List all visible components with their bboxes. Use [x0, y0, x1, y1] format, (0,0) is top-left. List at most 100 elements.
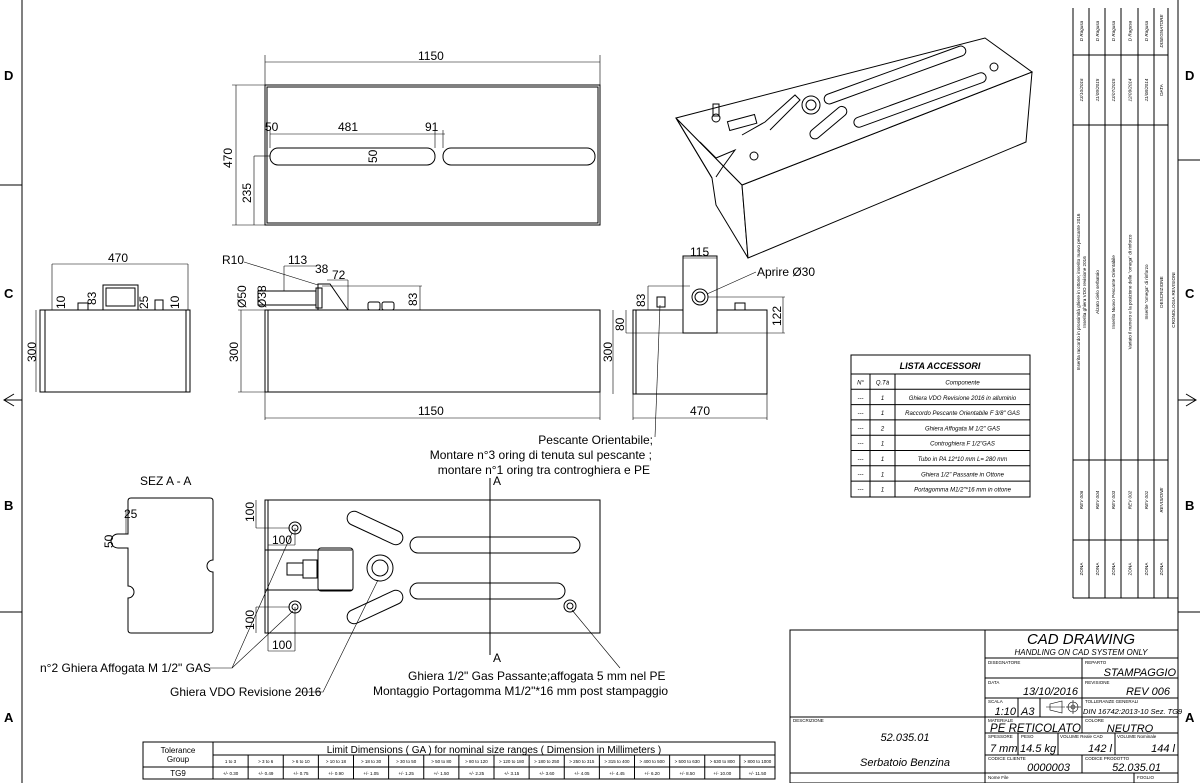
zone-label-left-a: A: [4, 710, 14, 725]
dim-section-25: 25: [124, 507, 138, 521]
tolerance-value: +/- 6.20: [644, 771, 660, 776]
revision-number: REV 002: [1128, 490, 1133, 509]
side-view: 470 300 83 10 25 10: [25, 251, 191, 393]
dim-front-dia-38: Ø38: [255, 285, 269, 308]
value-codice-prodotto: 52.035.01: [1112, 762, 1161, 774]
zone-labels: D C B A D C B A: [4, 68, 1195, 725]
dim-side-25: 25: [137, 295, 151, 309]
tolerance-range: > 400 to 500: [639, 759, 665, 764]
label-tolleranze: TOLLERANZE GENERALI: [1085, 699, 1138, 704]
tolerance-table: Tolerance Group Limit Dimensions ( GA ) …: [142, 741, 776, 780]
open-hole-label: Aprire Ø30: [757, 265, 815, 279]
accessories-cell: ---: [858, 426, 864, 432]
revision-designer: D Ragusa: [1128, 20, 1133, 41]
accessories-cell: Portagomma M1/2"*16 mm in ottone: [914, 488, 1012, 494]
revision-number: REV 004: [1095, 490, 1100, 509]
value-codice: 52.035.01: [881, 732, 930, 744]
value-descrizione: Serbatoio Benzina: [860, 757, 950, 769]
section-a-a: SEZ A - A 25 50: [102, 474, 214, 634]
revision-header: ZONA: [1159, 562, 1164, 576]
accessories-cell: ---: [858, 411, 864, 417]
tolerance-range: > 3 to 6: [258, 759, 274, 764]
tolerance-value: +/- 10.00: [713, 771, 731, 776]
accessories-header: N°: [857, 381, 864, 387]
tolerance-value: +/- 8.50: [679, 771, 695, 776]
value-spessore: 7 mm: [990, 743, 1018, 755]
value-revisione: REV 006: [1126, 686, 1171, 698]
revision-zona: ZONA: [1111, 562, 1116, 576]
tolerance-group-header: Tolerance Group: [160, 745, 196, 764]
tolerance-value: +/- 0.30: [223, 771, 239, 776]
tolerance-range: > 80 to 120: [465, 759, 488, 764]
tolerance-range: > 10 to 18: [326, 759, 347, 764]
dim-bottom-100d: 100: [272, 638, 292, 652]
value-reparto: STAMPAGGIO: [1104, 667, 1177, 679]
label-materiale: MATERIALE: [988, 718, 1013, 723]
revision-description: Inserita raccordo in prossimità ghiere i…: [1076, 213, 1081, 370]
revision-designer: D Ragusa: [1144, 20, 1149, 41]
tolerance-range: > 18 to 30: [361, 759, 382, 764]
label-scala: SCALA: [988, 699, 1003, 704]
revision-number: REV 003: [1111, 490, 1116, 509]
accessories-cell: 2: [880, 426, 885, 432]
value-tolleranze: DIN 16742:2013-10 Sez. TG9: [1083, 707, 1183, 716]
tolerance-value: +/- 3.15: [504, 771, 520, 776]
section-title: SEZ A - A: [140, 474, 191, 488]
accessories-cell: ---: [858, 457, 864, 463]
accessories-cell: ---: [858, 396, 864, 402]
tolerance-range: > 500 to 630: [675, 759, 701, 764]
tolerance-group-value: TG9: [170, 769, 186, 778]
revision-description: Variato il numero e la posizione delle "…: [1128, 234, 1133, 349]
accessories-cell: 1: [881, 472, 884, 478]
bottom-view: A A 100 100 100 100: [210, 474, 621, 693]
dim-front-83: 83: [406, 292, 420, 306]
tolerance-value: +/- 1.50: [434, 771, 450, 776]
label-disegnatore: DISEGNATORE: [988, 660, 1020, 665]
pescante-note: Pescante Orientabile; Montare n°3 oring …: [430, 433, 653, 477]
label-nome-file: Nome File: [988, 775, 1009, 780]
tolerance-range: 1 to 3: [225, 759, 237, 764]
dim-end-83: 83: [634, 293, 648, 307]
value-materiale: PE RETICOLATO: [990, 723, 1081, 735]
value-colore: NEUTRO: [1107, 723, 1154, 735]
section-marker-top: A: [493, 474, 501, 488]
title-block-subheading: HANDLING ON CAD SYSTEM ONLY: [1014, 648, 1148, 657]
value-scala: 1:10: [995, 706, 1017, 718]
projection-symbol-icon: [1046, 700, 1081, 714]
revision-zona: ZONA: [1095, 562, 1100, 576]
tolerance-value: +/- 3.60: [539, 771, 555, 776]
label-codice-prodotto: CODICE PRODOTTO: [1085, 756, 1130, 761]
revision-date: 13/07/2015: [1111, 78, 1116, 101]
zone-label-left-b: B: [4, 498, 13, 513]
accessories-cell: Raccordo Pescante Orientabile F 3/8" GAS: [905, 411, 1020, 417]
revision-designer: D Ragusa: [1079, 20, 1084, 41]
accessories-cell: Ghiera Affogata M 1/2" GAS: [925, 426, 1000, 432]
label-codice-cliente: CODICE CLIENTE: [988, 756, 1026, 761]
dim-front-72: 72: [332, 268, 346, 282]
revision-date: 11/08/2014: [1144, 78, 1149, 101]
accessories-cell: ---: [858, 488, 864, 494]
dim-top-91: 91: [425, 120, 439, 134]
tolerance-value: +/- 0.49: [258, 771, 274, 776]
dim-front-38: 38: [315, 262, 329, 276]
dim-side-10a: 10: [54, 295, 68, 309]
dim-side-width: 470: [108, 251, 128, 265]
dim-section-50: 50: [102, 534, 116, 548]
revision-zona: ZONA: [1128, 562, 1133, 576]
label-peso: PESO: [1021, 734, 1034, 739]
tolerance-range: > 30 to 50: [396, 759, 417, 764]
zone-label-left-d: D: [4, 68, 13, 83]
tolerance-group-header-cell: Tolerance Group: [160, 745, 196, 764]
accessories-cell: Controghiera F 1/2"GAS: [930, 442, 995, 448]
value-volume-reale: 142 l: [1088, 743, 1112, 755]
label-data: DATA: [988, 680, 999, 685]
dim-front-height: 300: [227, 342, 241, 362]
zone-label-right-b: B: [1185, 498, 1194, 513]
dim-front-dia-50: Ø50: [235, 285, 249, 308]
revision-description: Inserito Nuovo Pescante Orientabile: [1111, 255, 1116, 329]
revision-date: 11/09/2015: [1095, 78, 1100, 101]
value-data: 13/10/2016: [1023, 686, 1079, 698]
tolerance-value: +/- 0.90: [328, 771, 344, 776]
dim-top-slot-50: 50: [366, 149, 380, 163]
